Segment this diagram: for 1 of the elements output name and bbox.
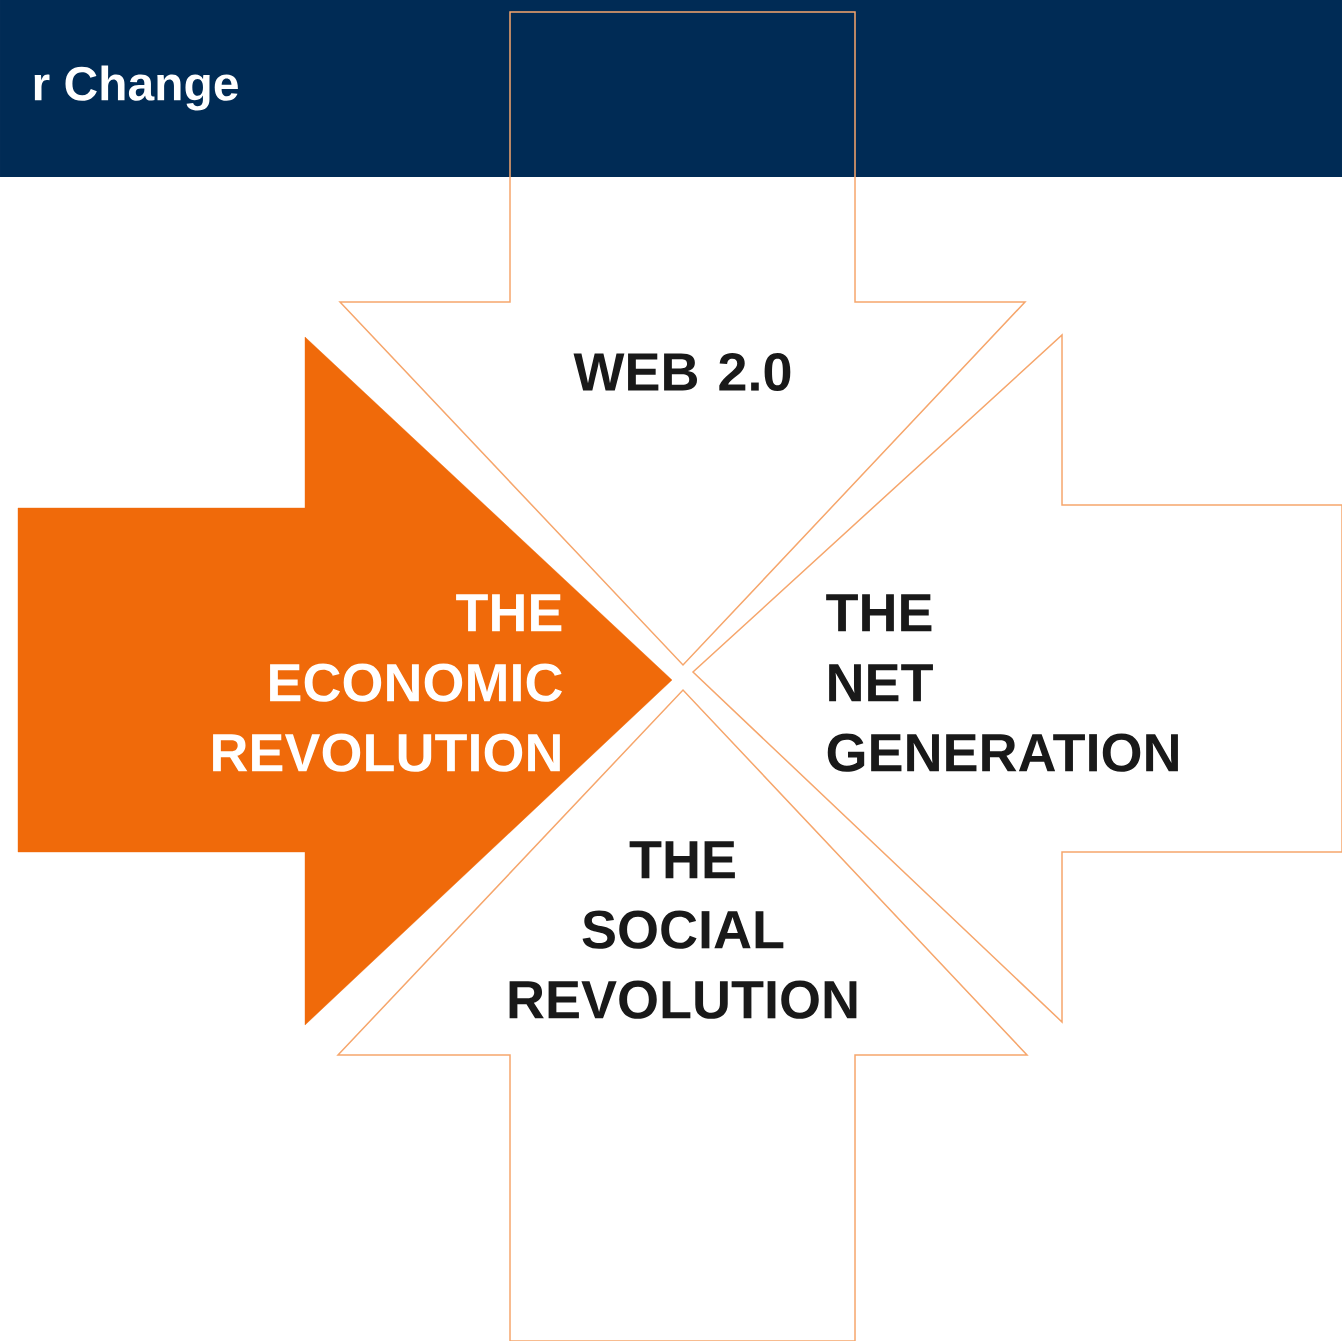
title: r Change — [34, 65, 238, 111]
